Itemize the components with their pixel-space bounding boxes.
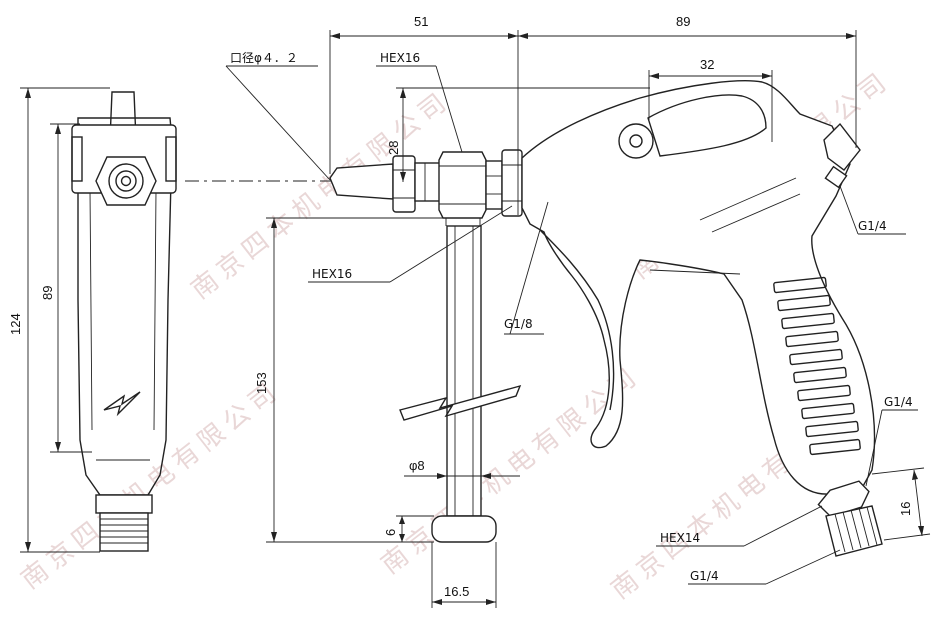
hex16-nut: [438, 151, 487, 219]
callout-hex14-label: HEX14: [660, 531, 700, 545]
side-nozzle-bore: [120, 175, 132, 187]
side-view: [71, 91, 177, 552]
tube-tip: [431, 515, 497, 543]
rear-valve: [823, 122, 861, 171]
side-nut-circle: [108, 163, 144, 199]
front-view: [329, 80, 883, 557]
dim-6: 6: [383, 515, 434, 542]
dim-phi8-label: φ8: [409, 458, 425, 473]
callout-g14-top-label: G1/4: [858, 219, 887, 233]
dim-89-top: 89: [518, 14, 857, 148]
dim-28-label: 28: [386, 141, 401, 155]
connector: [485, 160, 503, 210]
callout-g14-mid: G1/4: [865, 395, 918, 487]
dim-16: 16: [871, 467, 931, 541]
nozzle-nut: [392, 155, 416, 213]
dim-51-label: 51: [414, 14, 428, 29]
callout-g14-bottom-label: G1/4: [690, 569, 719, 583]
callout-g18: G1/8: [504, 201, 549, 335]
pivot-inner: [629, 134, 643, 148]
handle-loop: [647, 94, 767, 157]
handle-inner-lines: [649, 177, 801, 275]
rear-valve-cap: [824, 165, 848, 189]
callout-g14-mid-label: G1/4: [884, 395, 913, 409]
dim-32-label: 32: [700, 57, 714, 72]
side-hinge-right: [165, 136, 177, 182]
callout-hex14: HEX14: [656, 505, 823, 547]
grip-ribs: [773, 276, 861, 456]
side-nozzle-outer: [115, 170, 137, 192]
callout-g14-bottom: G1/4: [688, 549, 841, 585]
side-hinge-left: [71, 136, 83, 182]
dim-89-side-label: 89: [40, 286, 55, 300]
nozzle-tip: [329, 163, 394, 200]
dim-16-label: 16: [898, 502, 913, 516]
trigger-hook: [539, 229, 615, 411]
dim-89-top-label: 89: [676, 14, 690, 29]
watermark-1: 南京四本机电有限公司: [16, 375, 287, 596]
callout-hex16-top: HEX16: [376, 51, 463, 153]
side-fitting-collar: [95, 494, 153, 514]
callout-orifice-label: 口径φ４．２: [230, 51, 298, 65]
tube-break: [399, 384, 522, 421]
dim-124-label: 124: [8, 313, 23, 335]
side-lightning-mark: [103, 391, 141, 417]
dim-16-5: 16.5: [431, 542, 497, 608]
dim-16-5-label: 16.5: [444, 584, 469, 599]
tube-body: [446, 225, 482, 517]
dim-124: 124: [8, 87, 110, 553]
dim-89-side: 89: [40, 123, 92, 453]
dim-phi8: φ8: [404, 458, 520, 479]
dim-6-label: 6: [383, 529, 398, 536]
extension-tube: [399, 225, 522, 543]
gun-body: [521, 80, 876, 495]
dim-32: 32: [648, 57, 773, 142]
callout-g18-label: G1/8: [504, 317, 533, 331]
callout-g14-top: G1/4: [839, 185, 906, 235]
dim-28: 28: [386, 87, 650, 182]
callout-hex16-mid-label: HEX16: [312, 267, 352, 281]
dim-153: 153: [254, 217, 448, 543]
callout-orifice: 口径φ４．２: [225, 51, 331, 181]
dim-153-label: 153: [254, 372, 269, 394]
dim-51: 51: [329, 14, 519, 215]
callout-hex16-top-label: HEX16: [380, 51, 420, 65]
bottom-thread-lines: [834, 506, 878, 553]
callout-hex16-mid: HEX16: [308, 205, 513, 283]
side-thread-lines: [100, 518, 148, 544]
